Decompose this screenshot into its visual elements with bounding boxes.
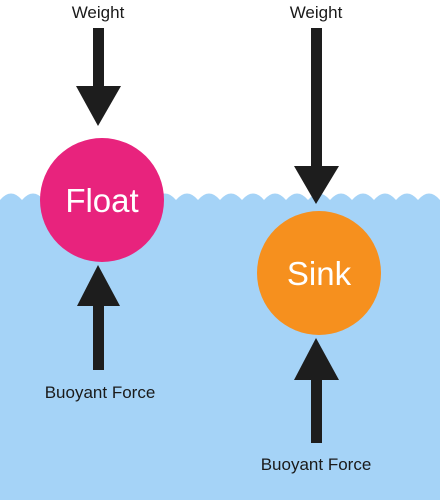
sink-group: Weight Sink Buoyant Force xyxy=(257,3,381,474)
weight-label-left: Weight xyxy=(72,3,125,22)
float-group: Weight Float Buoyant Force xyxy=(40,3,164,402)
sink-ball-label: Sink xyxy=(287,255,352,292)
weight-arrow-left xyxy=(76,28,121,126)
buoyant-arrow-right xyxy=(294,338,339,443)
sink-ball xyxy=(257,211,381,335)
buoyant-force-label-left: Buoyant Force xyxy=(45,383,156,402)
weight-arrow-right xyxy=(294,28,339,204)
float-ball-label: Float xyxy=(65,182,138,219)
buoyant-arrow-left xyxy=(77,265,120,370)
weight-label-right: Weight xyxy=(290,3,343,22)
float-ball xyxy=(40,138,164,262)
buoyant-force-label-right: Buoyant Force xyxy=(261,455,372,474)
